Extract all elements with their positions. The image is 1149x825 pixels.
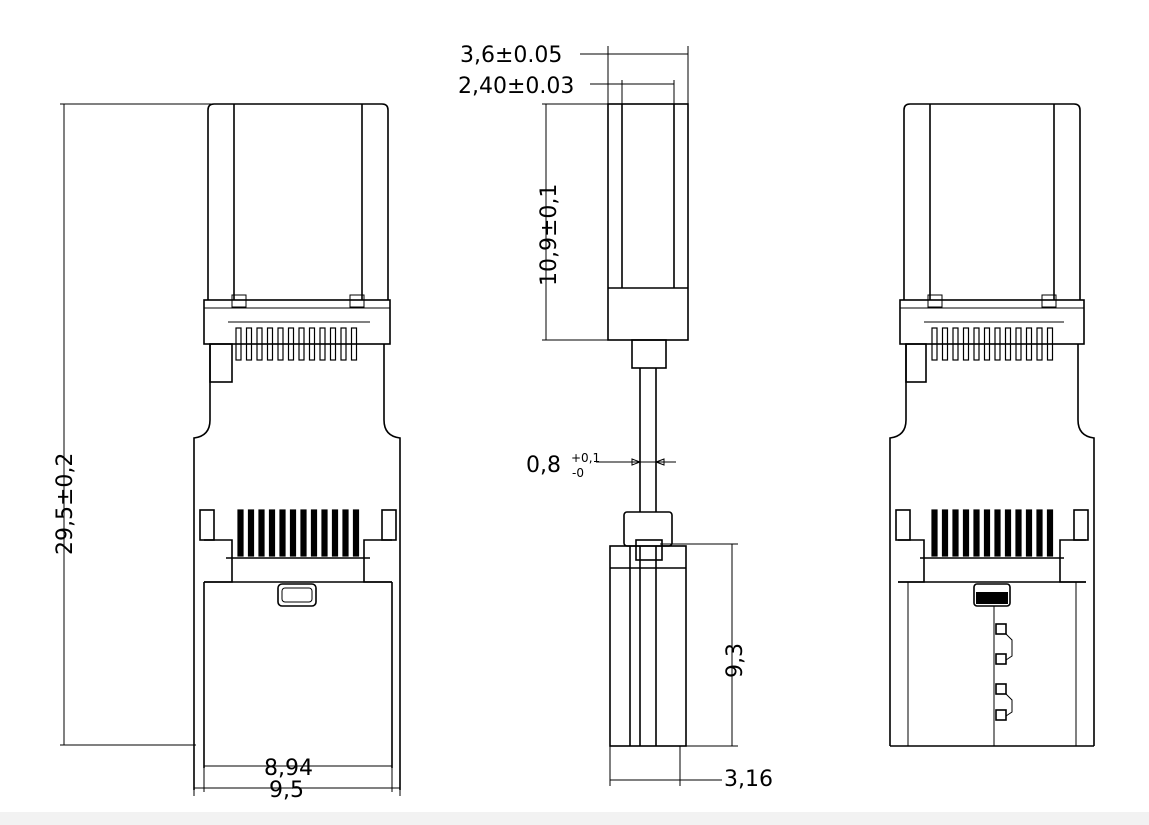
pin-tooth (268, 509, 276, 557)
right-lower-pins (931, 509, 1054, 557)
left-view (193, 103, 401, 790)
thickness-top-label: 3,6±0.05 (460, 43, 562, 68)
pin-tooth (1036, 509, 1043, 557)
plug-length-label: 10,9±0,1 (537, 184, 562, 286)
pin-tooth (310, 509, 318, 557)
pin-tooth (279, 509, 286, 557)
rear-length-label: 9,3 (723, 643, 748, 678)
overall-length-label: 29,5±0,2 (53, 453, 78, 555)
pin-tooth (983, 327, 991, 361)
pin-tooth (329, 327, 337, 361)
right-upper-pins (931, 327, 1054, 361)
width-dimensions: 8,94 9,5 (193, 756, 401, 803)
pin-tooth (1046, 509, 1054, 557)
bottom-scroll-strip (0, 812, 1149, 825)
pin-tooth (342, 509, 349, 557)
pin-tooth (941, 327, 949, 361)
pin-tooth (308, 327, 316, 361)
pin-tooth (973, 327, 980, 361)
pin-tooth (319, 327, 326, 361)
pin-tooth (287, 327, 295, 361)
inner-width-label: 8,94 (264, 756, 313, 781)
pin-tooth (931, 327, 938, 361)
pin-tooth (340, 327, 347, 361)
pin-tooth (994, 509, 1001, 557)
pin-tooth (941, 509, 949, 557)
pin-tooth (931, 509, 938, 557)
overall-length-dimension: 29,5±0,2 (53, 103, 214, 746)
pin-tooth (1036, 327, 1043, 361)
plug-length-dimension: 10,9±0,1 (537, 103, 608, 341)
rear-length-dimension: 9,3 (660, 543, 748, 747)
left-lower-pins (237, 509, 360, 557)
pcb-thickness-dimension: 0,8 +0,1 -0 (526, 451, 676, 480)
thickness-dimensions: 3,6±0.05 2,40±0.03 (458, 43, 689, 104)
rear-thickness-dimension: 3,16 (609, 746, 773, 792)
pin-tooth (994, 327, 1001, 361)
pcb-tolerance-plus: +0,1 (571, 451, 600, 465)
pin-tooth (1046, 327, 1054, 361)
pcb-thickness-label: 0,8 (526, 453, 561, 478)
pin-tooth (1025, 509, 1033, 557)
pin-tooth (235, 327, 242, 361)
pin-tooth (1004, 509, 1012, 557)
pin-tooth (258, 509, 265, 557)
pin-tooth (962, 327, 970, 361)
side-view (607, 103, 689, 747)
pin-tooth (300, 509, 307, 557)
pin-tooth (952, 327, 959, 361)
outer-width-label: 9,5 (269, 778, 304, 803)
pin-tooth (983, 509, 991, 557)
pin-tooth (973, 509, 980, 557)
pin-tooth (331, 509, 339, 557)
pin-tooth (298, 327, 305, 361)
pin-tooth (952, 509, 959, 557)
pcb-tolerance-minus: -0 (572, 466, 584, 480)
right-view (889, 103, 1095, 747)
pin-tooth (245, 327, 253, 361)
pin-tooth (962, 509, 970, 557)
rear-thickness-label: 3,16 (724, 767, 773, 792)
pin-tooth (1015, 327, 1022, 361)
pin-tooth (277, 327, 284, 361)
pin-tooth (247, 509, 255, 557)
pin-tooth (352, 509, 360, 557)
pin-tooth (1004, 327, 1012, 361)
thickness-inner-label: 2,40±0.03 (458, 74, 574, 99)
pin-tooth (321, 509, 328, 557)
pin-tooth (1015, 509, 1022, 557)
left-upper-pins (235, 327, 358, 361)
pin-tooth (266, 327, 274, 361)
pin-tooth (350, 327, 358, 361)
pin-tooth (237, 509, 244, 557)
pin-tooth (289, 509, 297, 557)
pin-tooth (256, 327, 263, 361)
pin-tooth (1025, 327, 1033, 361)
